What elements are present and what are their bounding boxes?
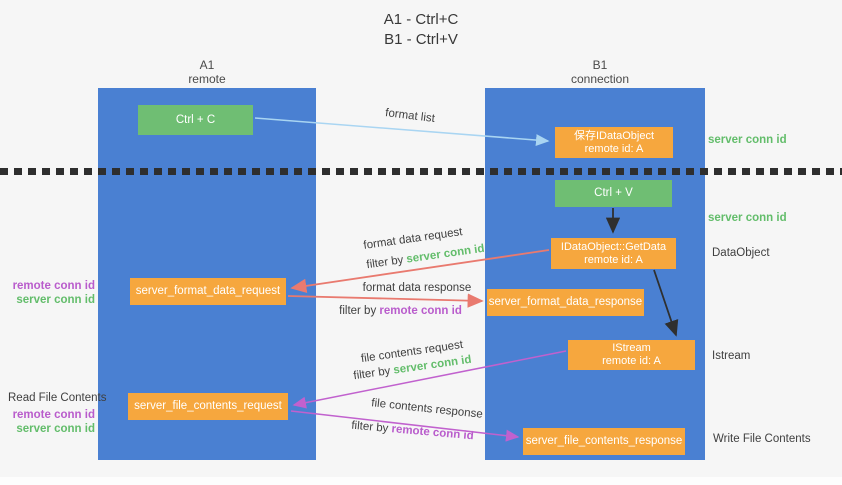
filter-by-prefix: filter by [352, 365, 392, 383]
title-line-2: B1 - Ctrl+V [384, 31, 458, 48]
filter-by-prefix: filter by [365, 254, 405, 272]
node-server-file-contents-request-label: server_file_contents_request [134, 400, 282, 412]
filter-by-prefix: filter by [339, 305, 377, 317]
node-server-format-data-response-label: server_format_data_response [488, 296, 643, 308]
edge-label-format-list: format list [384, 107, 436, 125]
edge-label-file-contents-response-filter: filter by remote conn id [350, 420, 476, 443]
label-remote-conn-id-left-bottom: remote conn id [12, 409, 95, 421]
node-server-format-data-response: server_format_data_response [487, 289, 644, 316]
node-ctrl-v: Ctrl + V [555, 180, 672, 207]
node-idataobject-getdata: IDataObject::GetData remote id: A [551, 238, 676, 269]
filter-by-remote-conn-id: remote conn id [379, 305, 462, 317]
edge-label-format-data-response: format data response [362, 282, 472, 294]
node-server-format-data-request: server_format_data_request [130, 278, 286, 305]
label-read-file-contents: Read File Contents [8, 392, 107, 404]
node-ctrl-v-label: Ctrl + V [594, 187, 633, 199]
node-ctrl-c: Ctrl + C [138, 105, 253, 135]
node-server-format-data-request-label: server_format_data_request [135, 285, 281, 297]
column-a-header: A1 remote [157, 58, 257, 86]
node-server-file-contents-response-label: server_file_contents_response [525, 435, 683, 447]
label-dataobject: DataObject [712, 247, 770, 259]
node-istream-line1: IStream [612, 342, 651, 354]
edge-label-format-data-response-filter: filter by remote conn id [338, 305, 463, 317]
node-ctrl-c-label: Ctrl + C [175, 113, 216, 126]
filter-by-remote-conn-id: remote conn id [390, 423, 475, 443]
column-b-header: B1 connection [545, 58, 655, 86]
node-save-idataobject-line1: 保存IDataObject [573, 129, 655, 142]
column-b-name: B1 [592, 58, 608, 72]
node-idataobject-getdata-line2: remote id: A [584, 253, 643, 266]
label-group-file-ids: remote conn id server conn id [0, 408, 95, 436]
label-server-conn-id-left-bottom: server conn id [16, 423, 95, 435]
diagram-title: A1 - Ctrl+C B1 - Ctrl+V [0, 10, 842, 50]
dotted-separator [0, 168, 842, 175]
bottom-strip [0, 477, 842, 485]
label-remote-conn-id-left-top: remote conn id [12, 280, 95, 292]
node-istream-line2: remote id: A [602, 355, 661, 367]
node-server-file-contents-response: server_file_contents_response [523, 428, 685, 455]
filter-by-prefix: filter by [350, 419, 389, 435]
node-istream: IStream remote id: A [568, 340, 695, 370]
column-b-subtitle: connection [570, 72, 630, 86]
label-write-file-contents: Write File Contents [713, 433, 811, 445]
title-line-1: A1 - Ctrl+C [383, 11, 459, 28]
column-a-name: A1 [199, 58, 215, 72]
label-group-format-ids: remote conn id server conn id [0, 279, 95, 307]
label-server-conn-id-right-mid: server conn id [708, 212, 787, 224]
column-a-subtitle: remote [188, 72, 226, 86]
label-istream: Istream [712, 350, 751, 362]
node-server-file-contents-request: server_file_contents_request [128, 393, 288, 420]
node-save-idataobject: 保存IDataObject remote id: A [555, 127, 673, 158]
label-server-conn-id-right-top: server conn id [708, 134, 787, 146]
node-save-idataobject-line2: remote id: A [584, 142, 644, 155]
label-server-conn-id-left-top: server conn id [16, 294, 95, 306]
filter-by-server-conn-id: server conn id [405, 242, 486, 266]
edge-label-file-contents-response: file contents response [370, 397, 484, 421]
arrow-format-data-response [287, 293, 484, 308]
node-idataobject-getdata-line1: IDataObject::GetData [560, 240, 667, 253]
